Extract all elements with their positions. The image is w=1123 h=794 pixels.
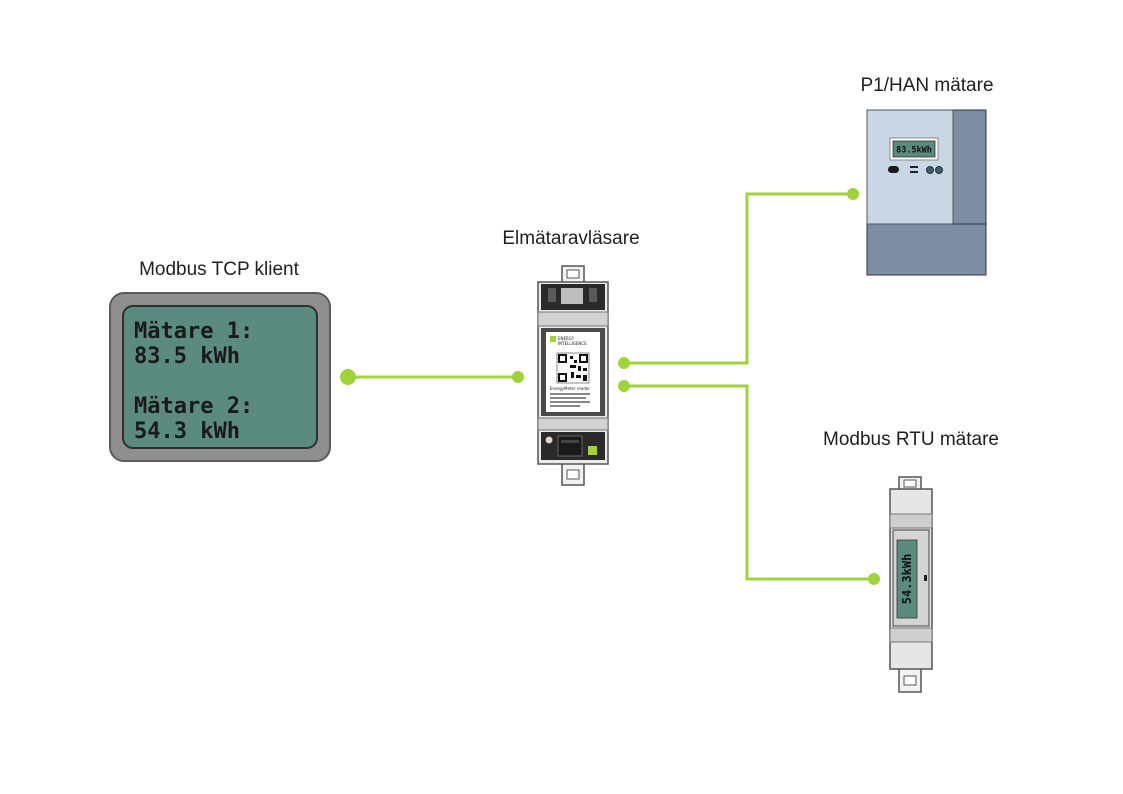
p1-meter-device: 83.5kWh [866,109,987,276]
reader-tcp-port-dot [512,371,524,383]
svg-text:ENERGY: ENERGY [558,336,575,341]
rtu-meter-reading: 54.3kWh [900,554,914,605]
tcp-line-meter2-label: Mätare 2: [134,394,253,419]
reader-device: ENERGY INTELLIGENCE EnergyMeter reader [537,265,609,486]
tcp-line-meter2-value: 54.3 kWh [134,419,240,444]
reader-led-icon [588,446,597,455]
tcp-client-title: Modbus TCP klient [139,259,299,280]
meter-button-2-icon [935,166,943,174]
tcp-line-meter1-value: 83.5 kWh [134,344,240,369]
p1-meter-port-dot [847,188,859,200]
p1-meter-bottom-panel [866,223,987,276]
connectors [348,192,874,581]
brand-logo-icon [550,336,556,342]
rj-port-icon [557,435,583,457]
connector-dots [340,188,880,585]
reader-title: Elmätaravläsare [502,228,640,249]
rtu-link-line [624,384,874,581]
tcp-client-lcd [122,305,318,449]
reader-rtu-port-dot [618,380,630,392]
tcp-line-meter1-label: Mätare 1: [134,319,253,344]
tcp-client-port-dot [340,369,356,385]
p1-meter-lcd [892,140,936,158]
reader-p1-port-dot [618,357,630,369]
rtu-meter-title: Modbus RTU mätare [823,429,999,450]
p1-link-line [624,192,853,365]
optical-port-icon [888,166,899,173]
meter-button-1-icon [926,166,934,174]
reader-product-text: EnergyMeter reader [550,386,590,391]
tcp-client-device: Mätare 1: 83.5 kWh Mätare 2: 54.3 kWh [109,292,331,462]
rtu-meter-port-dot [868,573,880,585]
rtu-meter-lcd [896,539,918,619]
svg-text:INTELLIGENCE: INTELLIGENCE [558,341,587,346]
p1-meter-reading: 83.5kWh [896,146,932,156]
qr-code-icon [556,352,590,384]
reset-button-icon [545,436,553,444]
p1-meter-title: P1/HAN mätare [860,75,994,96]
rtu-meter-device: 54.3kWh [889,476,933,693]
